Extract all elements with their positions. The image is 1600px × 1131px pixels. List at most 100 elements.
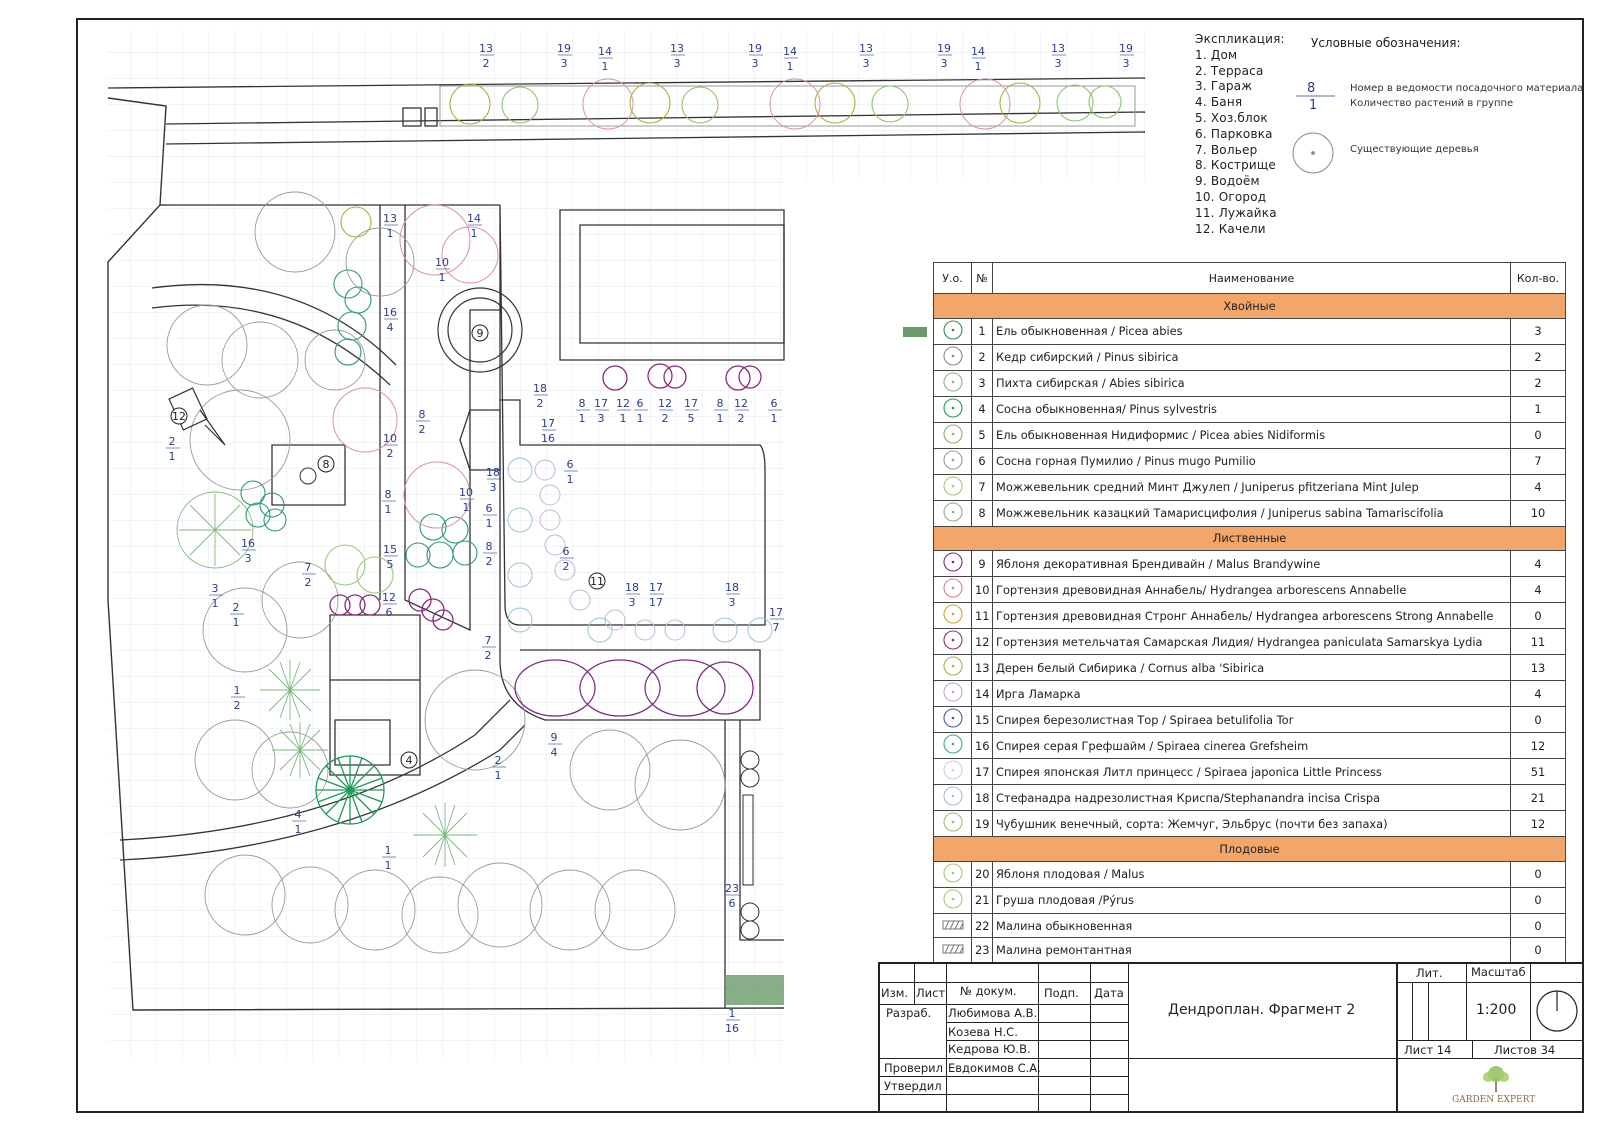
explication-item: 2. Терраса xyxy=(1195,63,1264,78)
callout-item-number: 14 xyxy=(467,212,481,225)
cedar-icon xyxy=(933,343,972,371)
shrub-blue xyxy=(507,457,773,643)
plant-callout: 175 xyxy=(684,397,699,425)
callout-item-number: 8 xyxy=(419,408,426,421)
zone-marker-circle xyxy=(170,407,188,425)
zone-marker: 9 xyxy=(471,324,489,342)
table-row-quantity: 2 xyxy=(1510,343,1566,371)
explication-item: 7. Вольер xyxy=(1195,142,1258,157)
table-row-quantity: 51 xyxy=(1510,758,1566,786)
plant-callout: 81 xyxy=(576,397,590,425)
hydrangea-icon xyxy=(933,576,972,604)
garden-paths xyxy=(119,204,785,1008)
header-number: № xyxy=(971,262,993,294)
callout-item-number: 2 xyxy=(495,754,502,767)
callout-plant-count: 1 xyxy=(975,60,982,73)
callout-plant-count: 6 xyxy=(729,897,736,910)
garden-expert-logo-icon xyxy=(1483,1066,1509,1092)
callout-item-number: 18 xyxy=(486,466,500,479)
shrub-pink xyxy=(332,78,1011,529)
pond xyxy=(437,287,523,373)
callout-plant-count: 2 xyxy=(662,412,669,425)
stephanandra-icon xyxy=(933,784,972,812)
table-row-name: Гортензия древовидная Аннабель/ Hydrange… xyxy=(992,576,1511,604)
table-row-number: 13 xyxy=(971,654,993,682)
callout-item-number: 6 xyxy=(637,397,644,410)
callout-item-number: 6 xyxy=(771,397,778,410)
table-row-number: 16 xyxy=(971,732,993,760)
shrub-lavender xyxy=(534,459,686,641)
table-row-name: Малина ремонтантная xyxy=(992,937,1511,963)
table-row-quantity: 4 xyxy=(1510,680,1566,708)
table-row-name: Ирга Ламарка xyxy=(992,680,1511,708)
explication-item: 4. Баня xyxy=(1195,95,1243,110)
callout-plant-count: 1 xyxy=(495,769,502,782)
table-row-name: Яблоня плодовая / Malus xyxy=(992,860,1511,888)
zone-marker: 8 xyxy=(317,455,335,473)
plant-callout: 183 xyxy=(625,581,640,609)
section-label: Плодовые xyxy=(933,836,1566,862)
tb-col-doc: № докум. xyxy=(960,984,1017,998)
plant-callout: 82 xyxy=(416,408,430,436)
pine-icon xyxy=(933,395,972,423)
table-row-name: Гортензия метельчатая Самарская Лидия/ H… xyxy=(992,628,1511,656)
title-block: Изм. Лист № докум. Подп. Дата Разраб. Лю… xyxy=(878,962,1584,1113)
callout-plant-count: 2 xyxy=(563,560,570,573)
callout-plant-count: 1 xyxy=(385,503,392,516)
legend-sample-count: 1 xyxy=(1309,98,1318,113)
table-row-quantity: 4 xyxy=(1510,473,1566,501)
table-row-name: Стефанадра надрезолистная Криспа/Stephan… xyxy=(992,784,1511,812)
callout-item-number: 12 xyxy=(616,397,630,410)
plan-grid-top xyxy=(108,30,1148,180)
table-row-number: 23 xyxy=(971,937,993,963)
table-row-name: Ель обыкновенная Нидиформис / Picea abie… xyxy=(992,421,1511,449)
table-row-quantity: 4 xyxy=(1510,576,1566,604)
callout-item-number: 16 xyxy=(383,306,397,319)
callout-item-number: 1 xyxy=(234,684,241,697)
apple-deco-icon xyxy=(933,550,972,578)
callout-plant-count: 2 xyxy=(419,423,426,436)
plant-callout: 133 xyxy=(859,42,874,70)
raspberry-remontant-icon xyxy=(933,937,972,963)
plant-callout: 164 xyxy=(383,306,398,334)
explication-item: 1. Дом xyxy=(1195,47,1238,62)
table-row-number: 3 xyxy=(971,369,993,397)
callout-plant-count: 1 xyxy=(579,412,586,425)
header-quantity: Кол-во. xyxy=(1510,262,1566,294)
plant-callout: 62 xyxy=(560,545,574,573)
plant-callout: 121 xyxy=(616,397,631,425)
plant-callout: 141 xyxy=(467,212,482,240)
callout-item-number: 12 xyxy=(382,591,396,604)
table-row-number: 20 xyxy=(971,860,993,888)
drawing-scale: 1:200 xyxy=(1476,1002,1517,1018)
callout-item-number: 13 xyxy=(1051,42,1065,55)
callout-plant-count: 4 xyxy=(387,321,394,334)
plant-callout: 72 xyxy=(482,634,496,662)
table-row-number: 18 xyxy=(971,784,993,812)
callout-plant-count: 5 xyxy=(688,412,695,425)
explication-item: 8. Кострище xyxy=(1195,158,1277,173)
explication-item: 11. Лужайка xyxy=(1195,205,1277,220)
callout-item-number: 14 xyxy=(971,45,985,58)
tb-razrab-label: Разраб. xyxy=(886,1006,932,1020)
spiraea-tor-icon xyxy=(933,706,972,734)
tb-sheet: Лист 14 xyxy=(1404,1043,1452,1057)
callout-item-number: 13 xyxy=(859,42,873,55)
tb-col-date: Дата xyxy=(1094,986,1124,1000)
legend-number-label: Номер в ведомости посадочного материала xyxy=(1350,83,1584,94)
tb-utverdil-label: Утвердил xyxy=(884,1079,942,1093)
callout-item-number: 8 xyxy=(717,397,724,410)
callout-plant-count: 3 xyxy=(674,57,681,70)
callout-plant-count: 2 xyxy=(486,555,493,568)
tb-lit-label: Лит. xyxy=(1416,966,1443,980)
table-row-number: 4 xyxy=(971,395,993,423)
site-boundary xyxy=(107,97,785,1011)
table-row-quantity: 0 xyxy=(1510,886,1566,914)
